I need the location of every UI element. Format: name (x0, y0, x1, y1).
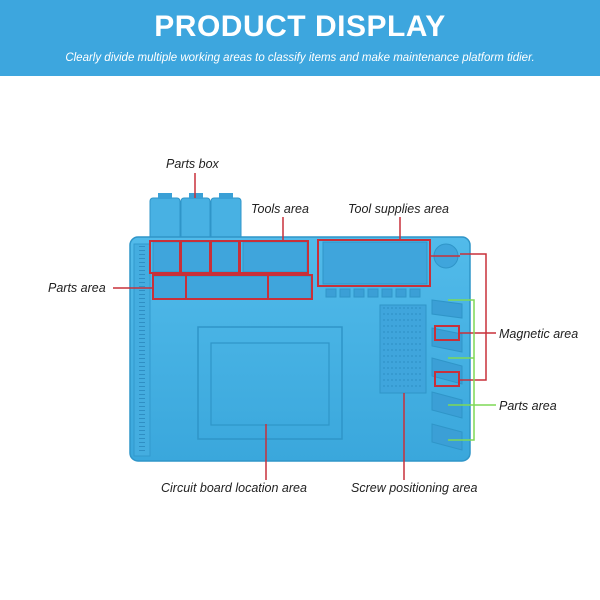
label-parts-box: Parts box (166, 157, 219, 171)
screw-grid (379, 304, 427, 394)
label-magnetic-area: Magnetic area (499, 327, 579, 341)
label-tools-area: Tools area (251, 202, 309, 216)
ruler-left (133, 243, 151, 457)
label-circuit-board-area: Circuit board location area (161, 481, 307, 495)
highlight-boxes (149, 239, 460, 387)
label-parts-area-right: Parts area (499, 399, 557, 413)
header-banner: PRODUCT DISPLAY Clearly divide multiple … (0, 0, 600, 76)
banner-title: PRODUCT DISPLAY (154, 10, 446, 43)
leader-lines (113, 173, 496, 480)
banner-subtitle: Clearly divide multiple working areas to… (65, 52, 535, 64)
label-parts-area-left: Parts area (48, 281, 106, 295)
parts-box-group (149, 193, 242, 241)
label-tool-supplies-area: Tool supplies area (348, 202, 449, 216)
label-screw-area: Screw positioning area (351, 481, 478, 495)
